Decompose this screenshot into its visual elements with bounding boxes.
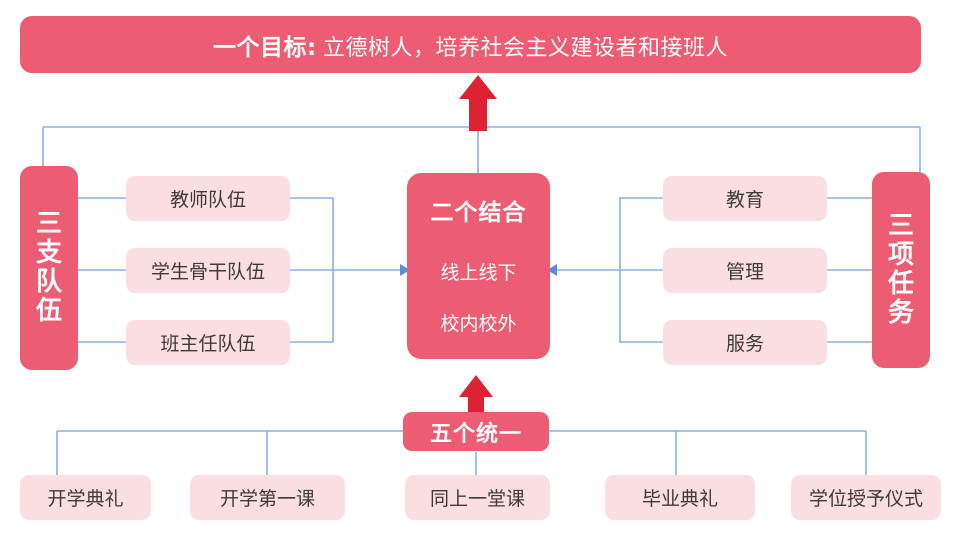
five-unify-block[interactable]: 五个统一	[403, 412, 549, 451]
connector-right-leaf1-collector	[619, 197, 663, 270]
event-label-2: 开学第一课	[219, 489, 315, 510]
event-label-4: 毕业典礼	[641, 489, 718, 510]
center-block-two-combinations[interactable]: 二个结合 线上线下 校内校外	[407, 173, 550, 359]
pillar-right-char-3: 任	[887, 269, 914, 299]
left-branch-item-1[interactable]: 教师队伍	[126, 176, 290, 221]
goal-lead-label: 一个目标:	[213, 34, 317, 61]
connector-left-leaf1-collector	[290, 197, 334, 270]
goal-rest-label: 立德树人，培养社会主义建设者和接班人	[322, 34, 728, 60]
pillar-right-char-2: 项	[887, 239, 914, 270]
center-line-2: 校内校外	[440, 314, 517, 335]
right-branch-label-2: 管理	[725, 262, 764, 283]
left-branch-label-1: 教师队伍	[169, 190, 246, 211]
five-unify-title: 五个统一	[429, 421, 522, 447]
event-item-1[interactable]: 开学典礼	[20, 475, 151, 520]
arrow-center-to-goal	[459, 75, 497, 131]
pillar-left-three-teams[interactable]: 三 支 队 伍	[20, 166, 78, 370]
goal-text: 一个目标: 立德树人，培养社会主义建设者和接班人	[213, 28, 728, 62]
center-line-1: 线上线下	[440, 263, 517, 284]
event-item-2[interactable]: 开学第一课	[190, 475, 345, 520]
connector-left-leaf3-collector	[290, 270, 334, 343]
pillar-right-three-tasks[interactable]: 三 项 任 务	[872, 172, 930, 368]
event-label-1: 开学典礼	[47, 489, 124, 510]
left-branch-label-3: 班主任队伍	[160, 334, 256, 355]
pillar-right-char-4: 务	[887, 298, 914, 329]
event-label-5: 学位授予仪式	[808, 489, 923, 510]
center-title: 二个结合	[430, 200, 527, 226]
right-branch-label-3: 服务	[725, 334, 764, 355]
right-branch-item-1[interactable]: 教育	[663, 176, 827, 221]
left-branch-item-2[interactable]: 学生骨干队伍	[126, 248, 290, 293]
connector-right-leaf3-collector	[619, 270, 663, 343]
right-branch-label-1: 教育	[725, 190, 764, 211]
event-item-5[interactable]: 学位授予仪式	[791, 475, 941, 520]
pillar-left-char-2: 支	[35, 237, 62, 268]
event-item-3[interactable]: 同上一堂课	[405, 475, 550, 520]
right-branch-item-2[interactable]: 管理	[663, 248, 827, 293]
pillar-left-char-3: 队	[35, 267, 62, 297]
right-branch-item-3[interactable]: 服务	[663, 320, 827, 365]
event-item-4[interactable]: 毕业典礼	[605, 475, 755, 520]
pillar-right-char-1: 三	[887, 210, 914, 241]
event-label-3: 同上一堂课	[429, 489, 525, 510]
pillar-left-char-4: 伍	[35, 296, 62, 327]
arrow-five-to-center	[459, 375, 493, 414]
pillar-left-char-1: 三	[35, 208, 62, 239]
left-branch-label-2: 学生骨干队伍	[150, 262, 265, 283]
goal-banner: 一个目标: 立德树人，培养社会主义建设者和接班人	[20, 16, 921, 73]
left-branch-item-3[interactable]: 班主任队伍	[126, 320, 290, 365]
